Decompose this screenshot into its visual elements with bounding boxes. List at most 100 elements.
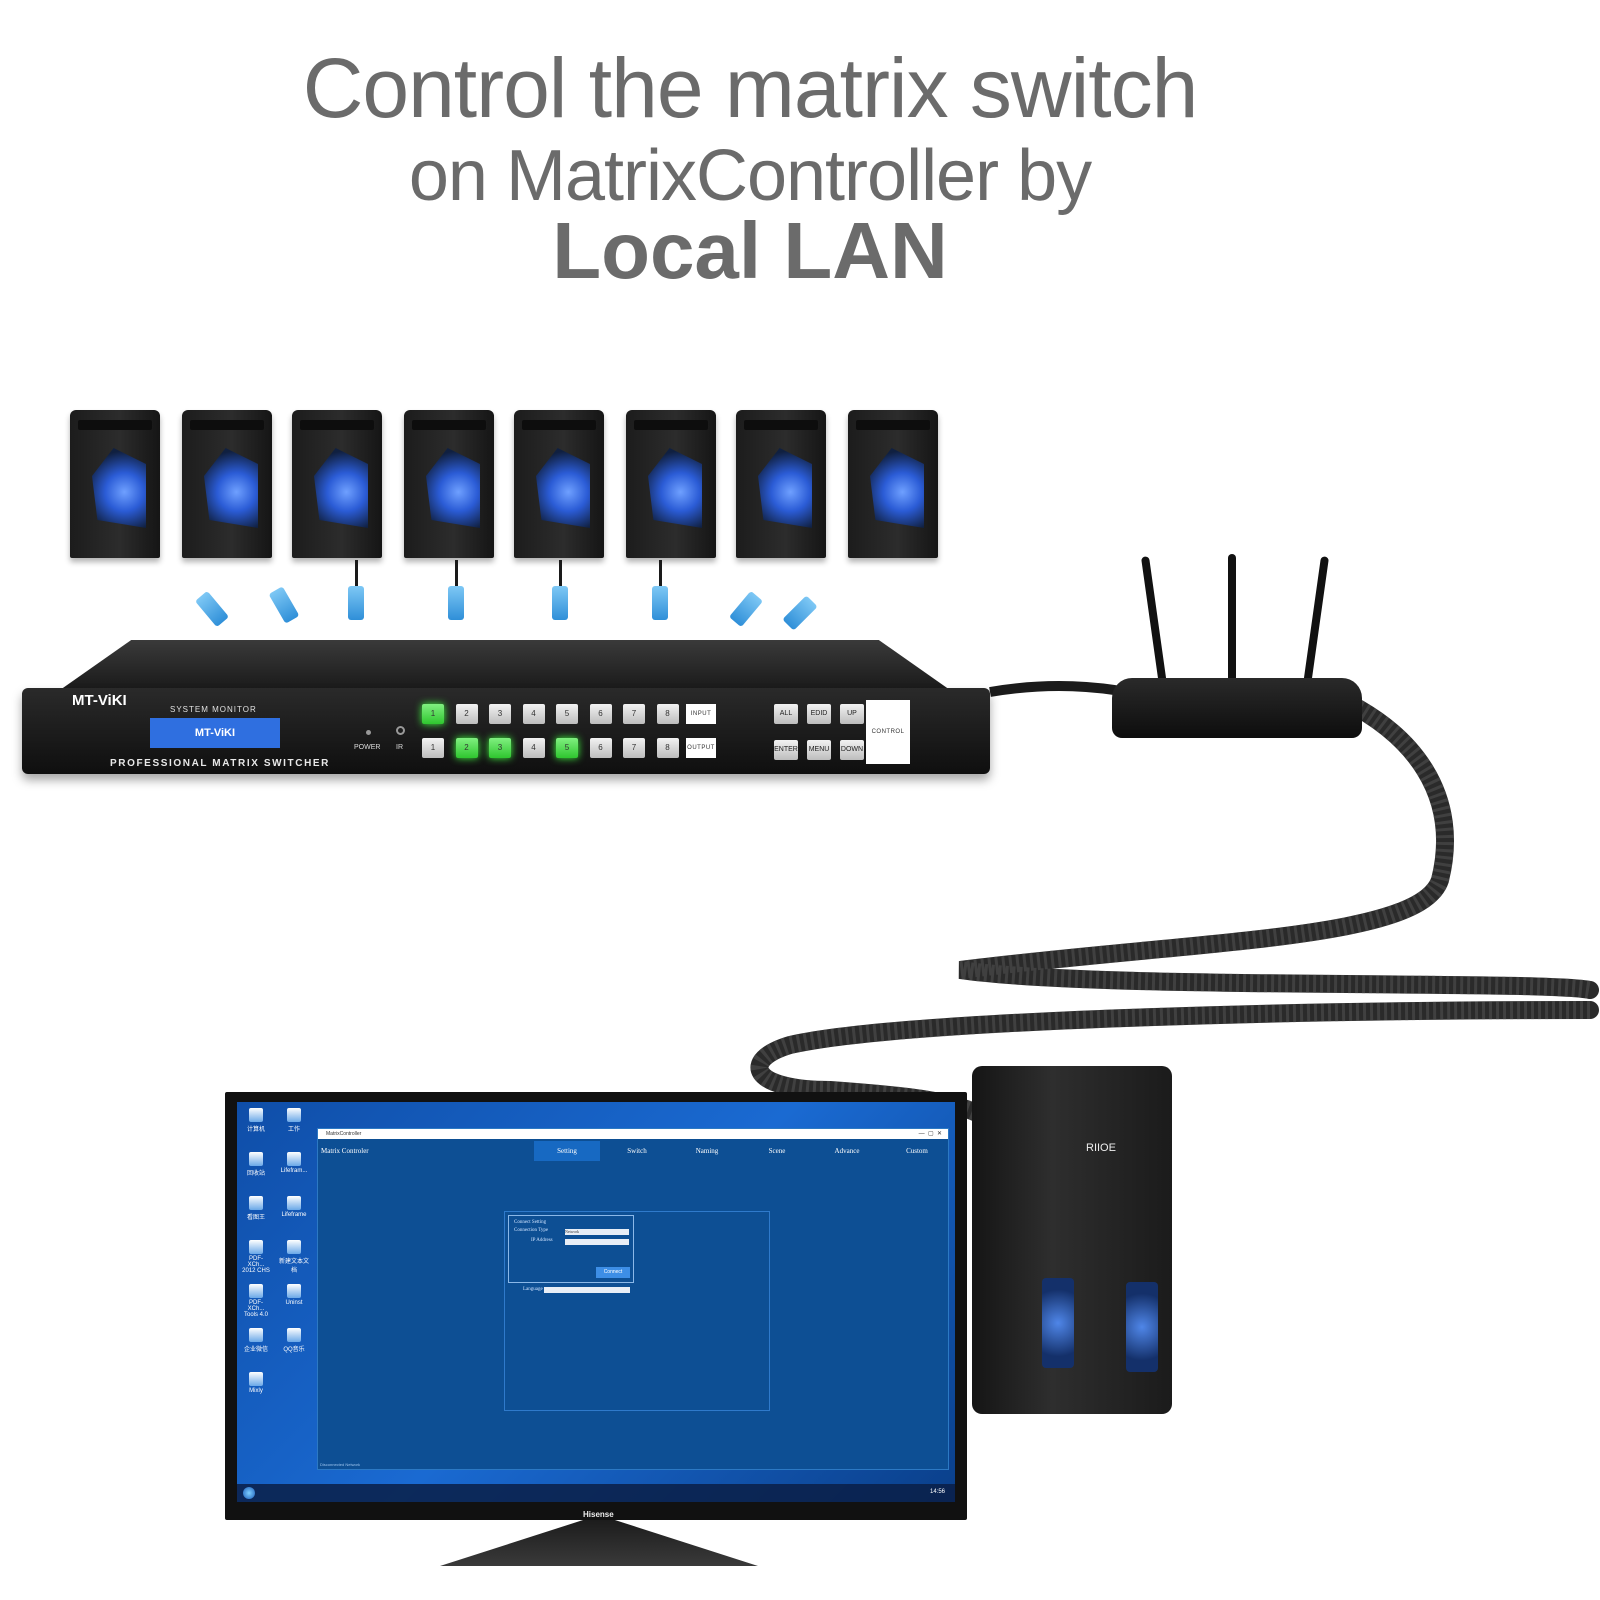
output-button-6[interactable]: 6 — [589, 738, 612, 758]
desktop-icon-label: 计算机 — [246, 1127, 265, 1133]
tab-scene[interactable]: Scene — [768, 1147, 786, 1155]
hdmi-connector — [348, 586, 364, 620]
taskbar-clock: 14:56 — [929, 1489, 945, 1495]
output-button-7[interactable]: 7 — [623, 738, 645, 758]
headline-line-3: Local LAN — [552, 206, 948, 295]
start-button-icon[interactable] — [243, 1487, 255, 1499]
headline-line-2: on MatrixController by — [408, 136, 1092, 216]
file-icon — [249, 1196, 263, 1210]
connect-setting-title: Connect Setting — [514, 1220, 547, 1225]
desktop-icon-label: Lifeframe — [281, 1212, 307, 1218]
source-pc — [514, 410, 604, 558]
file-icon — [249, 1328, 263, 1342]
control-button-enter[interactable]: ENTER — [774, 740, 798, 760]
output-button-1[interactable]: 1 — [422, 738, 444, 758]
desktop-icon[interactable]: PDF-XCh... 2012 CHS — [241, 1240, 271, 1274]
input-button-8[interactable]: 8 — [656, 704, 679, 724]
ip-address-label: IP Address — [531, 1238, 553, 1243]
desktop-icon[interactable]: QQ音乐 — [279, 1328, 309, 1353]
ip-address-input[interactable] — [565, 1239, 629, 1245]
desktop-icon-label: Lifefram... — [280, 1168, 308, 1174]
hdmi-connector — [652, 586, 668, 620]
file-icon — [287, 1240, 301, 1254]
connect-button[interactable]: Connect — [596, 1267, 630, 1278]
desktop-icon-label: 回收站 — [246, 1171, 265, 1177]
desktop-icon[interactable]: Uninst — [279, 1284, 309, 1306]
tab-custom[interactable]: Custom — [906, 1147, 928, 1155]
ir-label: IR — [396, 744, 403, 751]
matrix-controller-window: MatrixController — ▢ ✕ Matrix Controler … — [317, 1128, 949, 1470]
desktop-icon[interactable]: 工作 — [279, 1108, 309, 1133]
control-button-edid[interactable]: EDID — [807, 704, 831, 724]
file-icon — [249, 1372, 263, 1386]
desktop-icon[interactable]: 新建文本文档 — [279, 1240, 309, 1274]
switch-brand: MT-ViKI — [72, 692, 127, 709]
control-button-menu[interactable]: MENU — [807, 740, 831, 760]
window-controls[interactable]: — ▢ ✕ — [918, 1131, 942, 1137]
output-button-3[interactable]: 3 — [489, 738, 511, 758]
input-button-3[interactable]: 3 — [489, 704, 511, 724]
desktop-icon-label: PDF-XCh... Tools 4.0 — [243, 1300, 268, 1318]
desktop-icon[interactable]: 计算机 — [241, 1108, 271, 1133]
desktop-icon-label: 看图王 — [246, 1215, 265, 1221]
output-button-5[interactable]: 5 — [556, 738, 578, 758]
source-pc — [736, 410, 826, 558]
file-icon — [287, 1108, 301, 1122]
desktop-icon-label: Uninst — [285, 1300, 303, 1306]
control-button-all[interactable]: ALL — [774, 704, 798, 724]
input-button-4[interactable]: 4 — [522, 704, 545, 724]
desktop-icon-label: Mixly — [249, 1388, 263, 1394]
language-label: Language — [523, 1287, 543, 1292]
connection-type-label: Connection Type — [514, 1228, 549, 1233]
connection-type-select[interactable]: Network — [565, 1229, 629, 1235]
desktop-icon[interactable]: 看图王 — [241, 1196, 271, 1221]
input-button-7[interactable]: 7 — [623, 704, 645, 724]
window-titlebar: MatrixController — ▢ ✕ — [318, 1129, 948, 1139]
desktop-icon[interactable]: Lifeframe — [279, 1196, 309, 1218]
desktop-icon-label: 工作 — [287, 1127, 300, 1133]
language-select[interactable] — [544, 1287, 630, 1293]
hdmi-cable — [659, 560, 662, 586]
input-button-5[interactable]: 5 — [556, 704, 578, 724]
pc-vent — [1126, 1282, 1158, 1372]
source-pc — [848, 410, 938, 558]
router — [1112, 678, 1362, 738]
desktop-icon[interactable]: 企业微信 — [241, 1328, 271, 1353]
source-pc — [182, 410, 272, 558]
output-button-2[interactable]: 2 — [455, 738, 478, 758]
output-button-4[interactable]: 4 — [522, 738, 545, 758]
system-monitor-label: SYSTEM MONITOR — [170, 705, 257, 714]
control-button-up[interactable]: UP — [840, 704, 864, 724]
status-text: Disconnected Network — [320, 1462, 361, 1467]
desktop-icon[interactable]: PDF-XCh... Tools 4.0 — [241, 1284, 271, 1318]
tab-naming[interactable]: Naming — [695, 1147, 719, 1155]
desktop-icon[interactable]: 回收站 — [241, 1152, 271, 1177]
input-label: INPUT — [686, 704, 716, 724]
window-title: MatrixController — [326, 1131, 362, 1137]
desktop-icon[interactable]: Mixly — [241, 1372, 271, 1394]
desktop-icon[interactable]: Lifefram... — [279, 1152, 309, 1174]
matrix-switch-top — [60, 640, 950, 690]
file-icon — [287, 1328, 301, 1342]
input-button-1[interactable]: 1 — [422, 704, 444, 724]
hdmi-cable — [559, 560, 562, 586]
tab-advance[interactable]: Advance — [834, 1147, 860, 1155]
input-button-6[interactable]: 6 — [589, 704, 612, 724]
tab-switch[interactable]: Switch — [627, 1147, 647, 1155]
connect-setting-box: Connect Setting Connection Type Network … — [508, 1215, 634, 1283]
tab-setting[interactable]: Setting — [534, 1141, 600, 1161]
control-button-down[interactable]: DOWN — [840, 740, 864, 760]
input-button-2[interactable]: 2 — [455, 704, 478, 724]
file-icon — [287, 1196, 301, 1210]
router-antenna — [1228, 554, 1236, 684]
power-label: POWER — [354, 744, 381, 751]
output-button-8[interactable]: 8 — [656, 738, 679, 758]
hdmi-cable — [455, 560, 458, 586]
source-pc-row — [70, 410, 970, 560]
taskbar: 14:56 — [237, 1484, 955, 1502]
desktop-icon-label: QQ音乐 — [283, 1347, 305, 1353]
hdmi-connector — [552, 586, 568, 620]
